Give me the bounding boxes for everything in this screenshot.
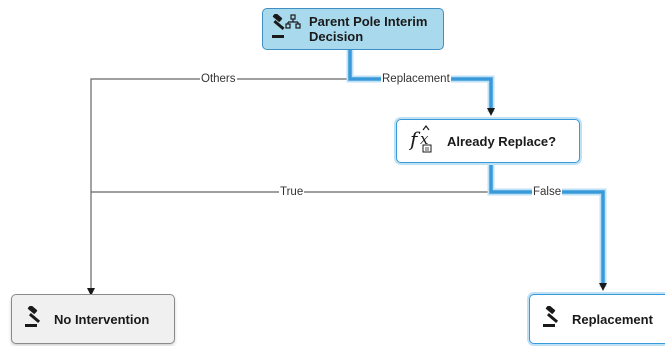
svg-text:x: x	[420, 130, 429, 148]
edge-label-false: False	[532, 186, 563, 199]
node-label-replacement: Replacement	[572, 311, 653, 327]
edge-label-others: Others	[200, 73, 237, 86]
node-label-check: Already Replace?	[447, 133, 557, 149]
gavel-icon	[24, 304, 46, 333]
edge-label-replacement: Replacement	[381, 73, 451, 86]
edge-label-true: True	[279, 186, 305, 199]
node-no-intervention[interactable]: No Intervention	[11, 294, 175, 344]
node-label-root: Parent Pole Interim Decision	[309, 14, 428, 44]
function-fx-icon: f x	[408, 124, 439, 159]
node-already-replace[interactable]: f x Already Replace?	[396, 119, 580, 163]
edge-others	[87, 50, 351, 296]
node-replacement[interactable]: Replacement	[529, 294, 665, 344]
node-label-no-intervention: No Intervention	[54, 311, 150, 327]
node-parent-pole-interim-decision[interactable]: Parent Pole Interim Decision	[262, 8, 444, 50]
gavel-hierarchy-icon	[271, 12, 301, 45]
gavel-icon	[542, 304, 564, 333]
edge-false	[489, 163, 607, 291]
edge-false-glow	[487, 163, 607, 287]
